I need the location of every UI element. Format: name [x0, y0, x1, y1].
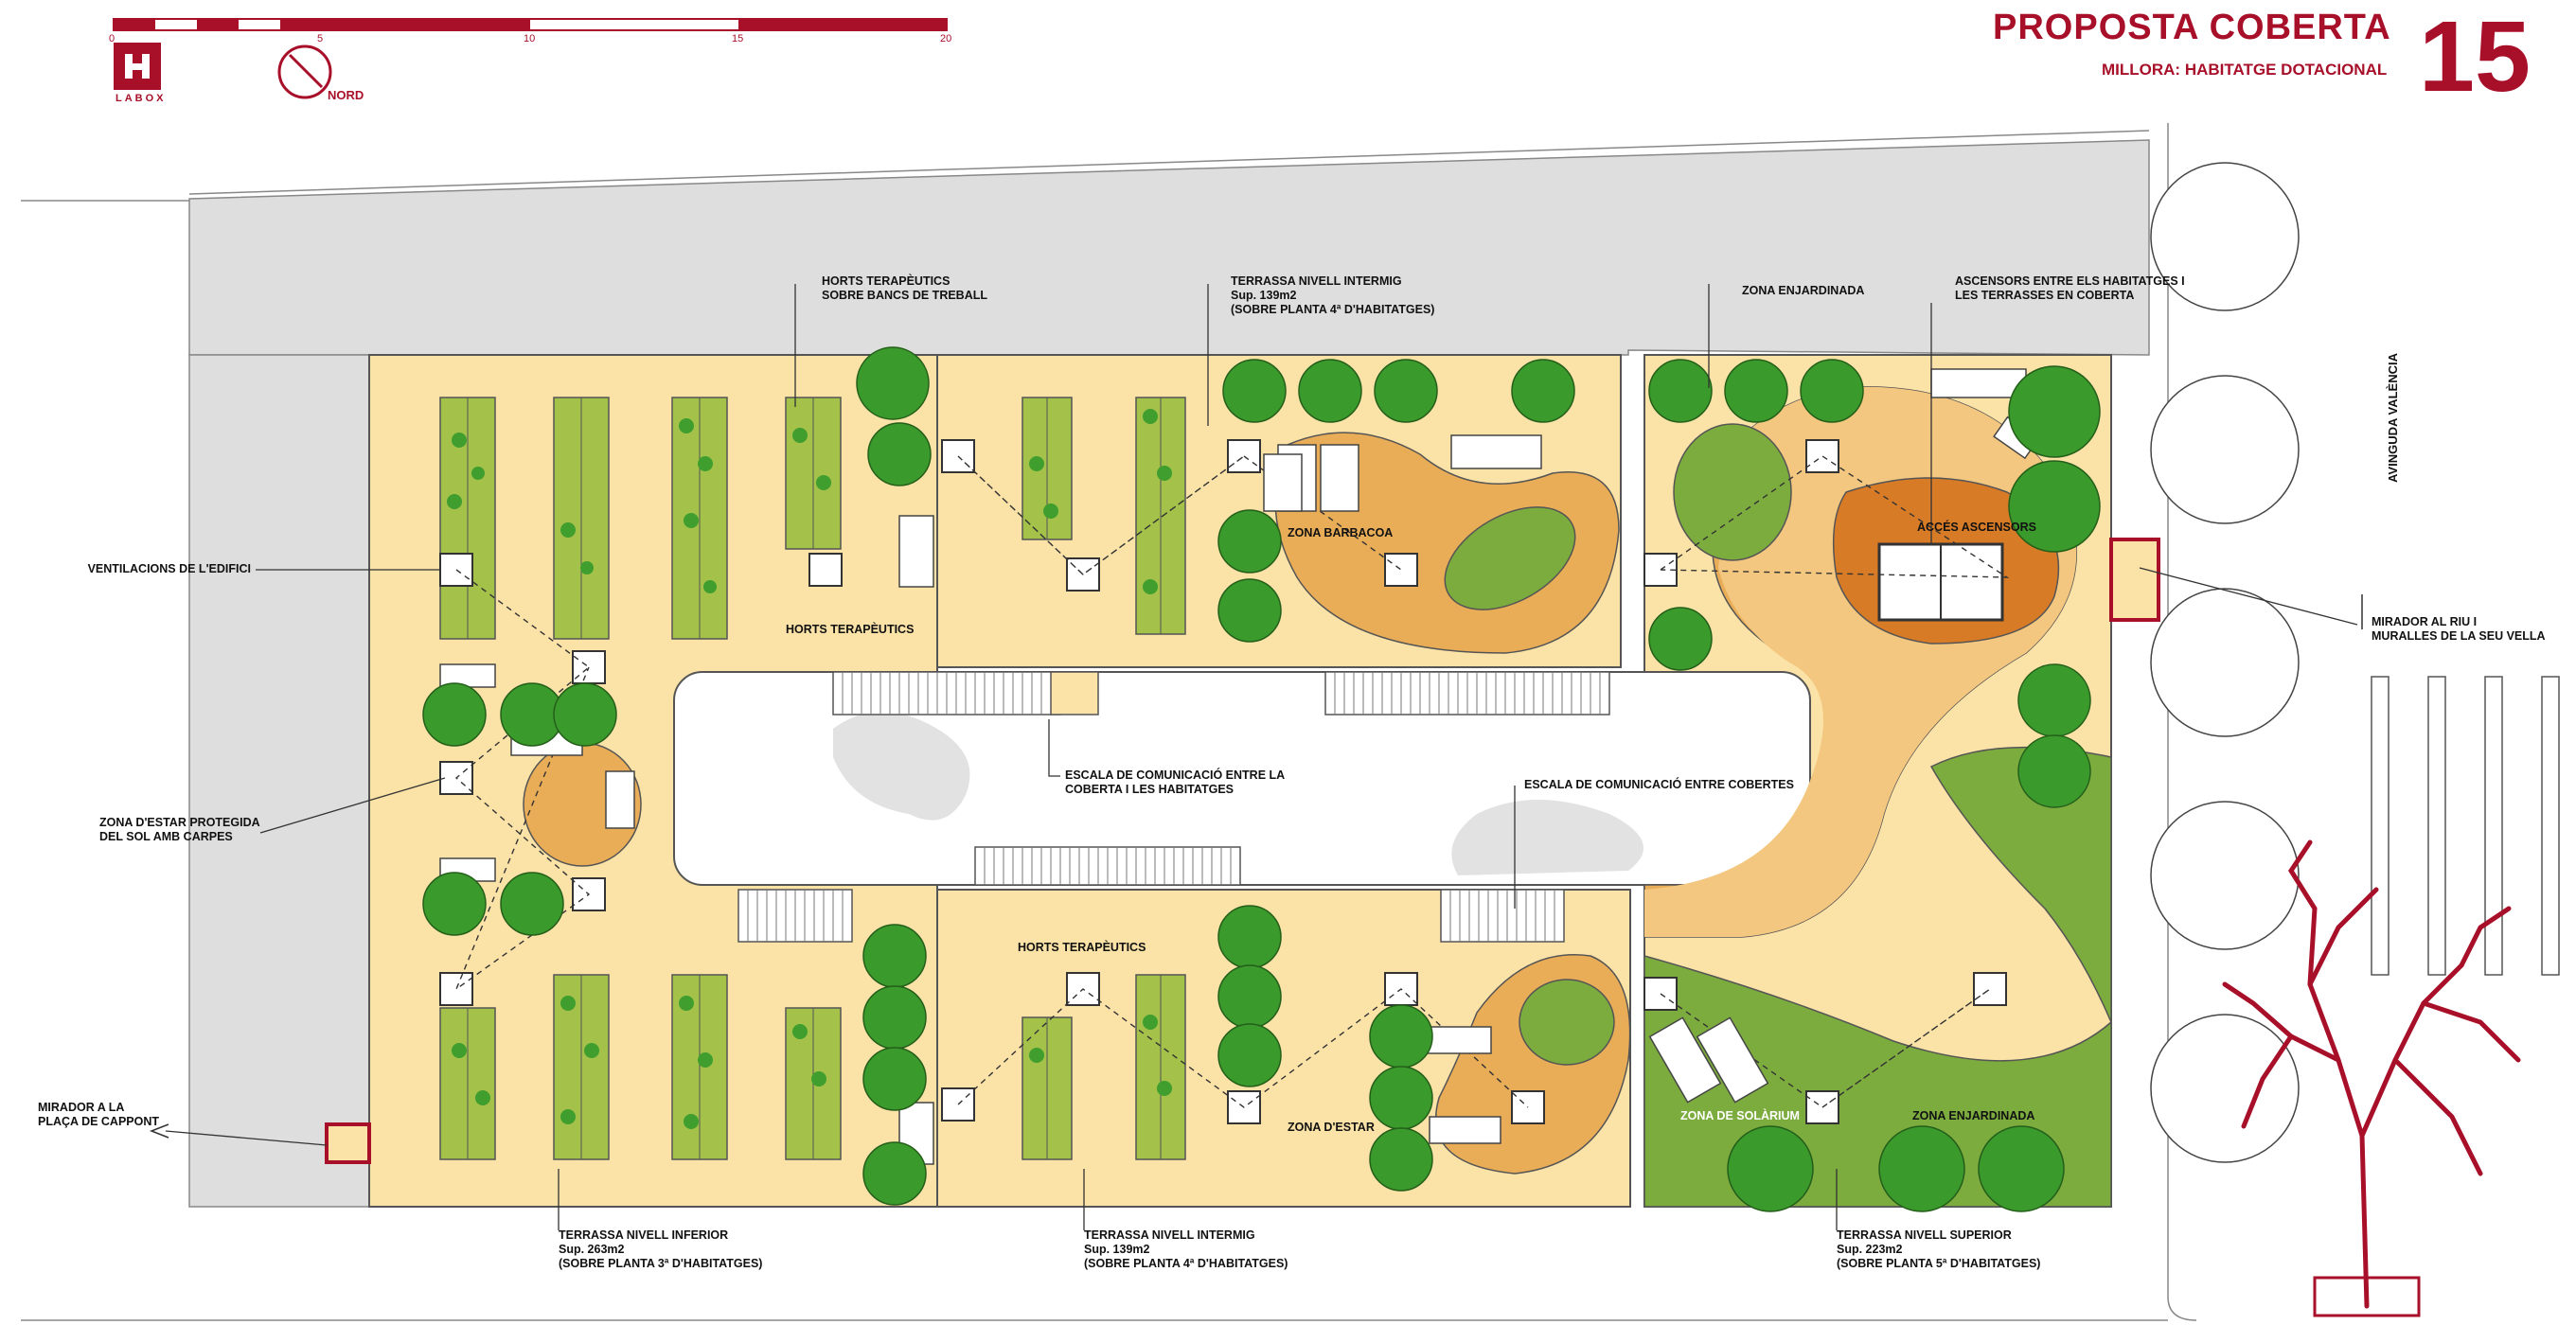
bench [1930, 368, 2027, 398]
zone-enjardinada: ZONA ENJARDINADA [1912, 1109, 2035, 1122]
scale-tick-10: 10 [524, 33, 536, 44]
mirador-river [2109, 538, 2160, 622]
logo-text: LABOX [115, 93, 167, 104]
sun-lounger [1696, 1016, 1769, 1104]
zone-estar: ZONA D'ESTAR [1288, 1121, 1375, 1134]
barbecue-lawn [1444, 506, 1576, 610]
trees [422, 346, 2101, 1212]
zone-solarium: ZONA DE SOLÀRIUM [1680, 1109, 1800, 1122]
sheet-number: 15 [2419, 1, 2531, 113]
zone-barbacoa: ZONA BARBACOA [1288, 526, 1394, 539]
zone-acces-ascensors: ACCÉS ASCENSORS [1917, 521, 2036, 534]
scale-tick-5: 5 [317, 33, 324, 44]
sun-lounger [1320, 444, 1359, 512]
barbecue-zone [1274, 432, 1620, 654]
garden-lawn-upper [1673, 423, 1792, 561]
callout-escala-cobertes: ESCALA DE COMUNICACIÓ ENTRE COBERTES [1524, 778, 1794, 791]
bench [1429, 1116, 1501, 1144]
scale-bar [113, 18, 948, 31]
street-area [188, 139, 2150, 356]
zone-horts-bottom: HORTS TERAPÈUTICS [1018, 941, 1146, 954]
street-label: AVINGUDA VALÈNCIA [2386, 353, 2400, 483]
callout-zona-enjardinada-top: ZONA ENJARDINADA [1742, 284, 1865, 297]
bench [605, 770, 635, 829]
north-arrow [277, 44, 332, 99]
tree-elevation [2222, 839, 2521, 1309]
north-label: NORD [328, 88, 364, 102]
page-title: PROPOSTA COBERTA [1993, 8, 2391, 47]
scale-tick-0: 0 [109, 33, 115, 44]
street-trees [2150, 162, 2300, 1163]
zone-horts-left: HORTS TERAPÈUTICS [786, 623, 915, 636]
mirador-plaça [325, 1122, 371, 1164]
scale-tick-20: 20 [940, 33, 952, 44]
callout-ventilacions: VENTILACIONS DE L'EDIFICI [87, 562, 251, 575]
bench [898, 515, 934, 588]
sun-lounger [1648, 1016, 1722, 1104]
scale-tick-15: 15 [732, 33, 744, 44]
labox-logo [114, 43, 161, 90]
parking-bays [2371, 676, 2560, 976]
street-left-strip [188, 354, 370, 1208]
sun-lounger [1263, 453, 1303, 512]
bench [1450, 434, 1542, 469]
estar-lawn [1519, 979, 1615, 1066]
page-subtitle: MILLORA: HABITATGE DOTACIONAL [2102, 61, 2388, 79]
